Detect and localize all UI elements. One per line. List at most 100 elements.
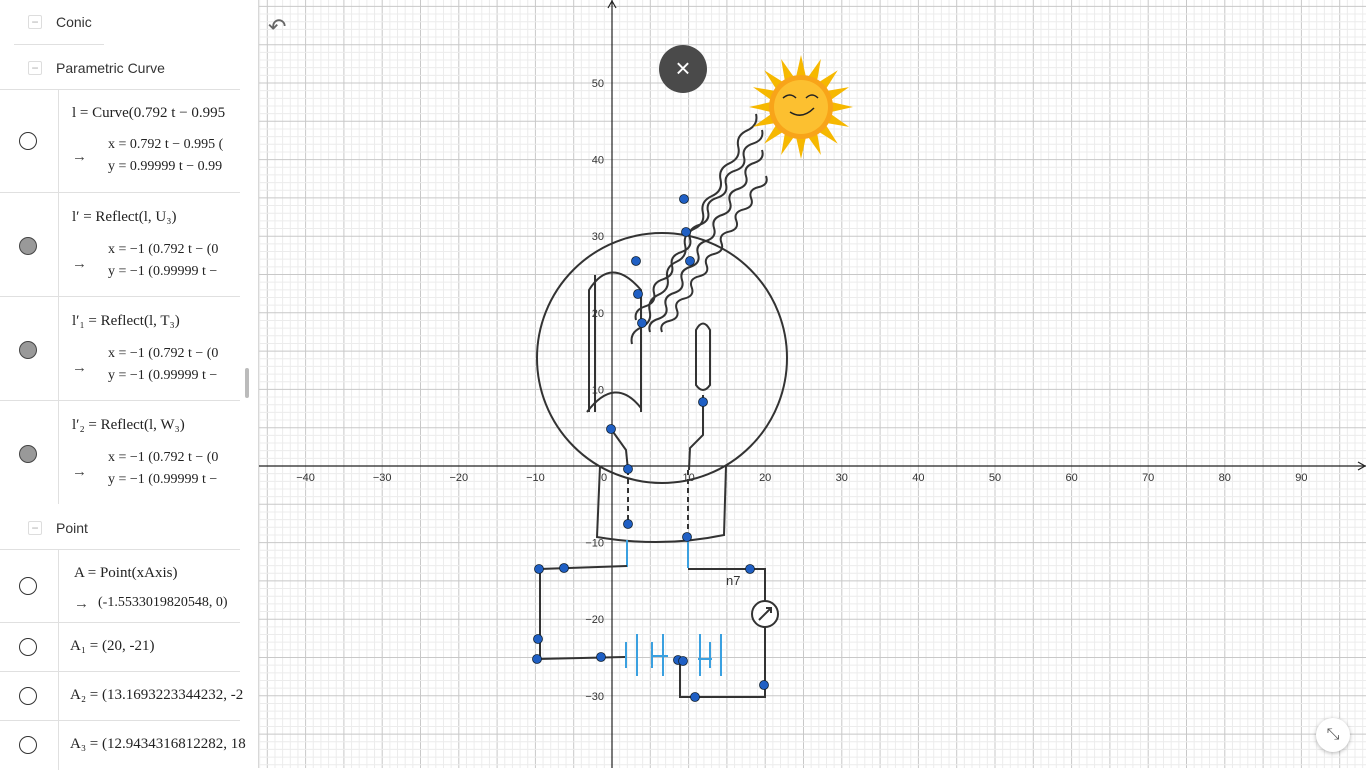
grid [259,0,1366,768]
x-tick-label: −40 [296,472,315,484]
y-tick-label: −10 [585,538,604,550]
visibility-cell [0,672,59,721]
point[interactable] [606,424,616,434]
point[interactable] [759,680,769,690]
arrow-icon: → [74,595,89,612]
value-y: y = −1 (0.99999 t − [108,368,218,383]
x-tick-label: 40 [912,472,924,484]
definition: A₃ = (12.9434316812282, 18 [70,736,246,752]
point[interactable] [631,256,641,266]
right-electrode [695,322,711,391]
visibility-cell [0,193,59,296]
visibility-toggle[interactable] [19,445,37,463]
point[interactable] [678,656,688,666]
collapse-icon[interactable]: − [28,521,42,535]
y-tick-label: 50 [592,78,604,90]
group-point[interactable]: − Point [0,506,240,550]
collapse-icon[interactable]: − [28,61,42,75]
fullscreen-button[interactable]: ⤡ [1316,718,1350,752]
x-tick-label: 30 [836,472,848,484]
point[interactable] [533,634,543,644]
visibility-toggle[interactable] [19,687,37,705]
point[interactable] [633,289,643,299]
points[interactable] [532,194,769,702]
sun-icon [749,55,853,159]
point[interactable] [745,564,755,574]
y-tick-label: −30 [585,691,604,703]
algebra-item-A1[interactable]: A₁ = (20, -21) [0,622,240,672]
algebra-item-A3[interactable]: A₃ = (12.9434316812282, 18 [0,720,246,770]
point[interactable] [532,654,542,664]
y-tick-label: 20 [592,308,604,320]
x-tick-label: −20 [449,472,468,484]
visibility-toggle[interactable] [19,237,37,255]
value-y: y = 0.99999 t − 0.99 [108,159,223,174]
value-x: x = −1 (0.792 t − (0 [108,242,219,257]
x-tick-label: 60 [1065,472,1077,484]
point[interactable] [679,194,689,204]
point[interactable] [690,692,700,702]
arrow-icon: → [72,359,87,376]
point[interactable] [623,464,633,474]
collapse-icon[interactable]: − [28,15,42,29]
point[interactable] [559,563,569,573]
battery-icon [625,634,722,676]
visibility-cell [0,90,59,193]
algebra-item-l-prime[interactable]: l′ = Reflect(l, U₃) → x = −1 (0.792 t − … [0,192,240,296]
group-parametric-curve[interactable]: − Parametric Curve [0,46,240,90]
x-tick-label: 50 [989,472,1001,484]
value-y: y = −1 (0.99999 t − [108,472,218,487]
algebra-item-A2[interactable]: A₂ = (13.1693223344232, -2 [0,671,244,721]
light-ray [634,129,764,321]
visibility-toggle[interactable] [19,577,37,595]
visibility-toggle[interactable] [19,736,37,754]
x-tick-label: −10 [526,472,545,484]
label-n7: n7 [726,573,740,588]
circuit-wire [539,565,628,659]
arrow-icon: → [72,148,87,165]
point[interactable] [623,519,633,529]
arrow-icon: → [72,255,87,272]
visibility-cell [0,623,59,672]
undo-icon[interactable]: ↶ [268,14,287,39]
group-label: Point [56,520,88,536]
light-rays [630,113,768,345]
algebra-item-l1-prime[interactable]: l′₁ = Reflect(l, T₃) → x = −1 (0.792 t −… [0,296,240,400]
y-tick-label: −20 [585,614,604,626]
x-tick-label: 0 [601,472,607,484]
axes [259,0,1366,768]
point[interactable] [682,532,692,542]
definition: l′₁ = Reflect(l, T₃) [72,313,180,329]
y-tick-label: 10 [592,384,604,396]
bulb-globe [536,232,788,484]
point[interactable] [637,318,647,328]
group-conic[interactable]: − Conic [0,0,240,44]
x-tick-label: 80 [1219,472,1231,484]
visibility-cell [0,401,59,504]
value-y: y = −1 (0.99999 t − [108,264,218,279]
visibility-cell [0,721,59,770]
point[interactable] [698,397,708,407]
left-electrode [588,271,642,412]
definition: A₁ = (20, -21) [70,638,155,654]
visibility-toggle[interactable] [19,132,37,150]
definition: A₂ = (13.1693223344232, -2 [70,687,244,703]
point[interactable] [685,256,695,266]
y-tick-label: 40 [592,155,604,167]
point[interactable] [596,652,606,662]
scrollbar[interactable] [245,368,249,398]
definition: l′₂ = Reflect(l, W₃) [72,417,185,433]
algebra-item-l[interactable]: l = Curve(0.792 t − 0.995 → x = 0.792 t … [0,89,240,193]
visibility-toggle[interactable] [19,341,37,359]
algebra-item-l2-prime[interactable]: l′₂ = Reflect(l, W₃) → x = −1 (0.792 t −… [0,400,240,504]
point[interactable] [681,227,691,237]
value-x: x = −1 (0.792 t − (0 [108,346,219,361]
x-tick-label: 70 [1142,472,1154,484]
algebra-item-A[interactable]: A = Point(xAxis) → (-1.5533019820548, 0) [0,549,240,623]
visibility-toggle[interactable] [19,638,37,656]
definition: l = Curve(0.792 t − 0.995 [72,105,226,121]
point[interactable] [534,564,544,574]
close-button[interactable]: × [659,45,707,93]
algebra-panel: − Conic − Parametric Curve l = Curve(0.7… [0,0,259,770]
